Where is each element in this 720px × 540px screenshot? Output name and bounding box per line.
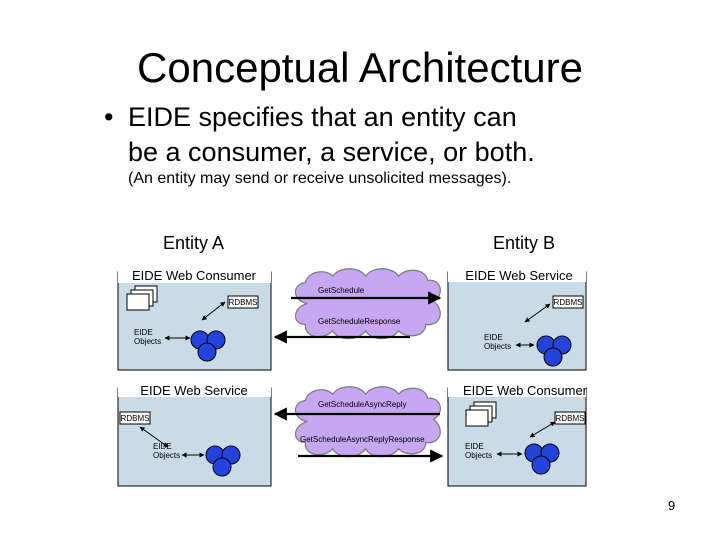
slide-title: Conceptual Architecture (137, 44, 583, 91)
objects-cluster-icon (524, 443, 560, 475)
entity-b-heading: Entity B (493, 233, 556, 253)
eide-objects-label: EIDE (484, 333, 503, 342)
objects-cluster-icon (205, 445, 241, 477)
file-stack-icon (465, 401, 497, 427)
network-cloud-bottom: GetScheduleAsyncReply GetScheduleAsyncRe… (273, 386, 444, 463)
svg-text:Objects: Objects (484, 342, 511, 351)
box-bottom-right: EIDE Web Consumer RDBMS EIDE Objects (447, 382, 588, 487)
rdbms-label: RDBMS (556, 414, 585, 423)
box-bottom-left-label: EIDE Web Service (140, 383, 247, 398)
box-top-left: EIDE Web Consumer RDBMS EIDE Objects (117, 268, 272, 371)
bullet-note: (An entity may send or receive unsolicit… (128, 170, 512, 187)
box-top-left-label: EIDE Web Consumer (132, 268, 257, 283)
message-get-schedule-response: GetScheduleResponse (318, 317, 401, 326)
message-get-schedule-async-reply: GetScheduleAsyncReply (318, 400, 407, 409)
network-cloud-top: GetSchedule GetScheduleResponse (273, 268, 442, 344)
message-get-schedule: GetSchedule (318, 286, 365, 295)
bullet-marker: • (104, 102, 114, 132)
page-number: 9 (668, 498, 676, 513)
box-top-right: EIDE Web Service RDBMS EIDE Objects (447, 267, 587, 371)
eide-objects-label: EIDE (465, 442, 484, 451)
entity-a-heading: Entity A (163, 233, 225, 253)
rdbms-box (227, 295, 259, 309)
rdbms-box (119, 411, 151, 425)
rdbms-label: RDBMS (229, 298, 258, 307)
file-stack-icon (126, 285, 158, 311)
box-bottom-right-label: EIDE Web Consumer (463, 383, 588, 398)
rdbms-box (552, 295, 584, 309)
objects-cluster-icon (190, 330, 226, 362)
eide-objects-label: EIDE (153, 442, 172, 451)
bullet-text-line-1: EIDE specifies that an entity can (128, 102, 517, 132)
box-top-right-label: EIDE Web Service (465, 268, 572, 283)
message-get-schedule-async-reply-response: GetScheduleAsyncReplyResponse (300, 435, 425, 444)
box-bottom-left: EIDE Web Service RDBMS EIDE Objects (117, 382, 272, 487)
bullet-text-line-2: be a consumer, a service, or both. (128, 137, 535, 167)
svg-text:Objects: Objects (134, 337, 161, 346)
rdbms-label: RDBMS (554, 298, 583, 307)
rdbms-box (554, 411, 586, 425)
objects-cluster-icon (536, 335, 572, 367)
rdbms-label: RDBMS (121, 414, 150, 423)
eide-objects-label: EIDE (134, 328, 153, 337)
svg-text:Objects: Objects (153, 451, 180, 460)
svg-text:Objects: Objects (465, 451, 492, 460)
